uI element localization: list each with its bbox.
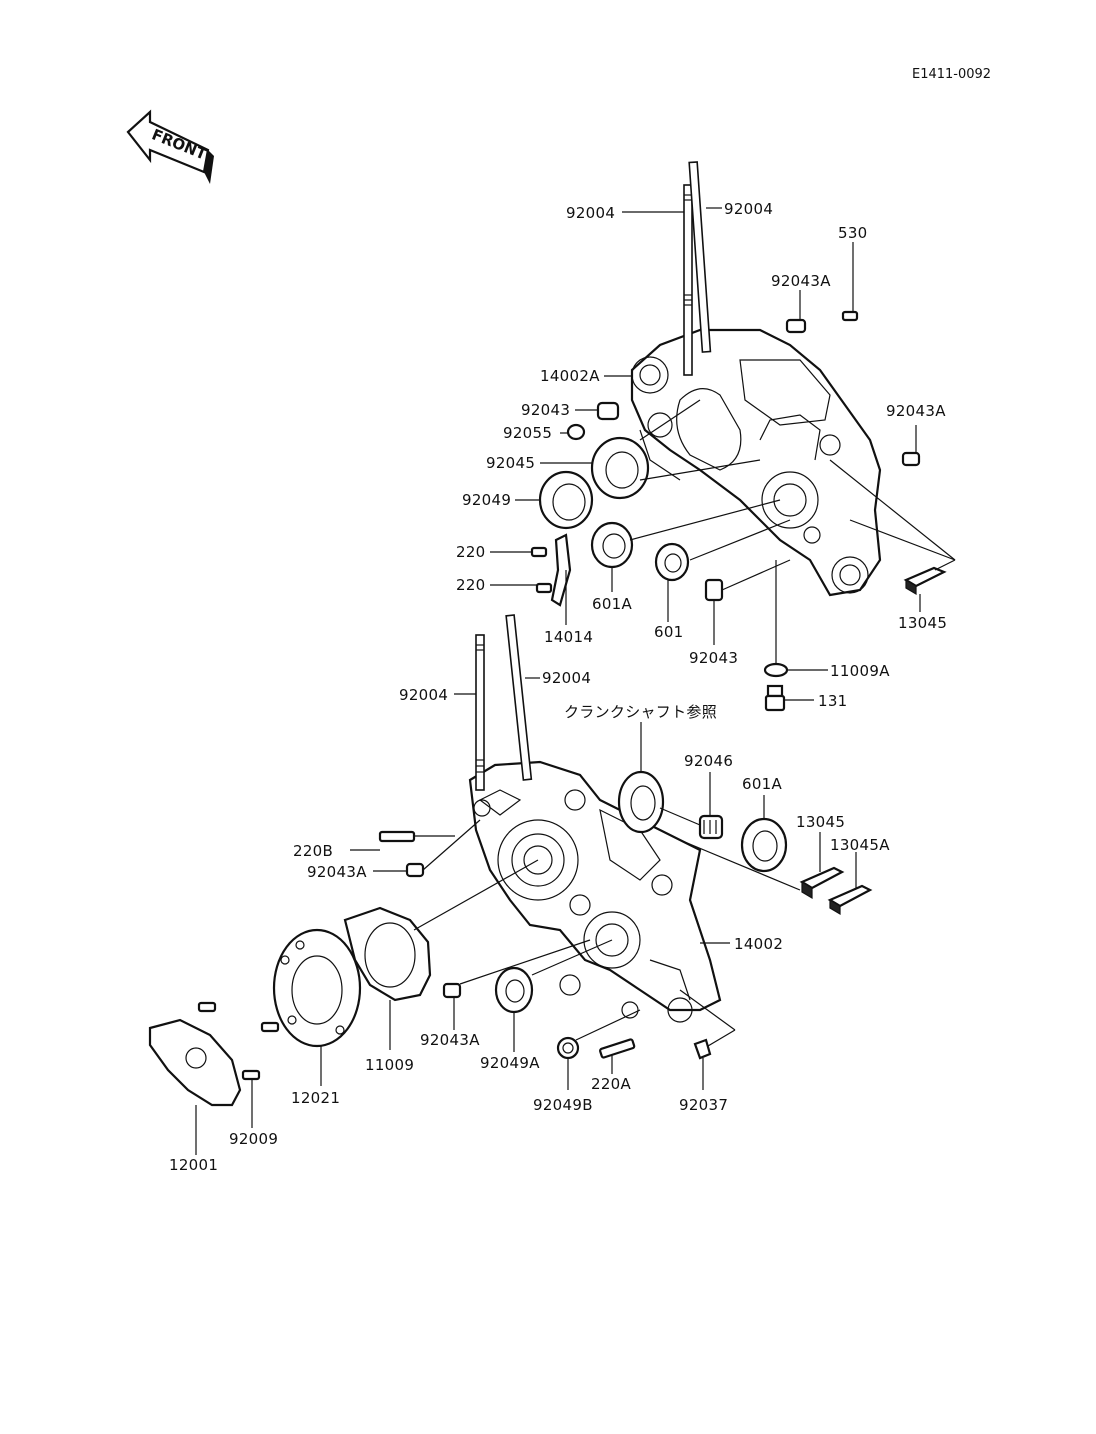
label-14002: 14002 bbox=[734, 935, 783, 953]
screw-220-b bbox=[535, 582, 553, 594]
label-220: 220 bbox=[456, 543, 486, 561]
stud-92004-upper-right bbox=[688, 161, 712, 353]
label-220: 220 bbox=[456, 576, 486, 594]
bearing-crankshaft bbox=[617, 770, 665, 834]
bearing-601A-upper bbox=[590, 521, 634, 569]
dowel-92043-lower bbox=[704, 578, 724, 602]
label-92043A: 92043A bbox=[886, 402, 946, 420]
crankcase-left-14002A bbox=[630, 328, 882, 597]
label-12001: 12001 bbox=[169, 1156, 218, 1174]
stud-92004-upper-left bbox=[683, 184, 693, 376]
label-14014: 14014 bbox=[544, 628, 593, 646]
label-92037: 92037 bbox=[679, 1096, 728, 1114]
label-530: 530 bbox=[838, 224, 868, 242]
label-92009: 92009 bbox=[229, 1130, 278, 1148]
dowel-92043A-lower-left bbox=[405, 862, 425, 878]
callouts-lower bbox=[195, 677, 857, 1155]
label-92049B: 92049B bbox=[533, 1096, 593, 1114]
dowel-92043-upper bbox=[596, 401, 620, 421]
label-92004: 92004 bbox=[542, 669, 591, 687]
label-92049: 92049 bbox=[462, 491, 511, 509]
cover-12001 bbox=[148, 1018, 242, 1107]
label-14002A: 14002A bbox=[540, 367, 600, 385]
label-92043A: 92043A bbox=[420, 1031, 480, 1049]
callouts-upper bbox=[490, 207, 956, 701]
seal-92049B bbox=[556, 1036, 580, 1060]
label-92004: 92004 bbox=[566, 204, 615, 222]
label-92045: 92045 bbox=[486, 454, 535, 472]
label-13045A: 13045A bbox=[830, 836, 890, 854]
label-220B: 220B bbox=[293, 842, 333, 860]
label-13045: 13045 bbox=[898, 614, 947, 632]
gasket-11009 bbox=[343, 906, 432, 1002]
bolt-131 bbox=[764, 684, 786, 712]
clip-92037 bbox=[693, 1038, 712, 1060]
label-92004: 92004 bbox=[724, 200, 773, 218]
bearing-92045 bbox=[590, 436, 650, 500]
shift-fork-13045-upper bbox=[903, 566, 947, 596]
seal-92049A bbox=[494, 966, 534, 1014]
shift-fork-13045A bbox=[827, 884, 873, 916]
screw-92009-c bbox=[241, 1069, 261, 1081]
washer-11009A bbox=[763, 662, 789, 678]
screw-92009-b bbox=[260, 1021, 280, 1033]
plate-14014 bbox=[550, 533, 572, 607]
label-92043A: 92043A bbox=[307, 863, 367, 881]
label-220A: 220A bbox=[591, 1075, 632, 1093]
dowel-92043A-lower bbox=[442, 982, 462, 999]
bearing-601A-lower bbox=[740, 817, 788, 873]
label-11009: 11009 bbox=[365, 1056, 414, 1074]
note-crankshaft: クランクシャフト参照 bbox=[564, 703, 717, 721]
shift-fork-13045-lower bbox=[799, 866, 845, 900]
label-92049A: 92049A bbox=[480, 1054, 540, 1072]
crankcase-right-14002 bbox=[468, 760, 722, 1023]
dowel-92043A-top bbox=[785, 318, 807, 334]
label-92046: 92046 bbox=[684, 752, 733, 770]
label-92043A: 92043A bbox=[771, 272, 831, 290]
screw-92009-a bbox=[197, 1001, 217, 1013]
bearing-601 bbox=[654, 542, 690, 582]
label-601: 601 bbox=[654, 623, 684, 641]
label-92043: 92043 bbox=[521, 401, 570, 419]
plate-12021 bbox=[272, 928, 362, 1048]
bolt-530 bbox=[841, 310, 859, 322]
diagram-code: E1411-0092 bbox=[912, 67, 991, 82]
label-11009A: 11009A bbox=[830, 662, 890, 680]
dowel-92043A-right bbox=[901, 451, 921, 467]
stud-92004-lower-left bbox=[475, 634, 485, 791]
label-601A: 601A bbox=[592, 595, 633, 613]
front-arrow-icon: FRONT bbox=[126, 109, 214, 184]
label-601A: 601A bbox=[742, 775, 783, 793]
bolt-220A bbox=[599, 1038, 636, 1059]
bolt-220B bbox=[378, 830, 416, 843]
oring-92055 bbox=[566, 423, 586, 441]
needle-bearing-92046 bbox=[698, 814, 724, 840]
label-92043: 92043 bbox=[689, 649, 738, 667]
label-131: 131 bbox=[818, 692, 848, 710]
label-13045: 13045 bbox=[796, 813, 845, 831]
stud-92004-lower-right bbox=[505, 614, 533, 781]
label-92004: 92004 bbox=[399, 686, 448, 704]
part-labels: 92004 92004 530 92043A 14002A 92043 9205… bbox=[169, 200, 947, 1174]
screw-220-a bbox=[530, 546, 548, 558]
label-92055: 92055 bbox=[503, 424, 552, 442]
seal-92049 bbox=[538, 470, 594, 530]
label-12021: 12021 bbox=[291, 1089, 340, 1107]
